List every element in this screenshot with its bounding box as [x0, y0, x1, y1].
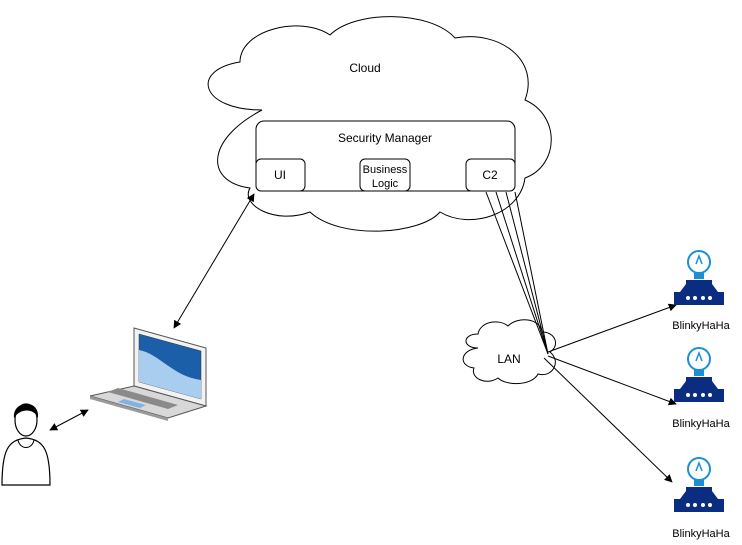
laptop-ui-arrow — [173, 193, 255, 329]
c2-label: C2 — [482, 168, 498, 182]
device-2-icon — [674, 347, 724, 402]
lan-device3-arrow — [543, 357, 673, 483]
device-3-icon — [674, 457, 724, 512]
laptop-icon — [89, 327, 208, 421]
cloud-label: Cloud — [349, 61, 380, 75]
business-logic-label-line2: Logic — [372, 178, 399, 190]
c2-box — [465, 158, 516, 192]
business-logic-box — [359, 158, 411, 192]
device-1-label: BlinkyHaHa — [672, 320, 730, 332]
user-laptop-arrow — [49, 409, 89, 431]
business-logic-label-line1: Business — [363, 164, 408, 176]
router-icon — [674, 280, 724, 305]
security-manager-title: Security Manager — [338, 131, 432, 145]
user-icon — [1, 403, 51, 486]
device-3-label: BlinkyHaHa — [672, 528, 730, 540]
c2-lan-line-1 — [485, 191, 549, 355]
ui-box — [255, 158, 306, 192]
lan-label: LAN — [497, 352, 520, 366]
router-icon — [674, 377, 724, 402]
device-2-label: BlinkyHaHa — [672, 418, 730, 430]
ui-label: UI — [274, 168, 286, 182]
lan-cloud-shape — [462, 319, 557, 384]
c2-lan-line-4 — [514, 191, 549, 355]
c2-lan-line-2 — [495, 191, 549, 355]
lightbulb-icon — [687, 250, 711, 279]
c2-lan-line-3 — [505, 191, 549, 355]
lan-device2-arrow — [547, 355, 677, 406]
lightbulb-icon — [687, 457, 711, 486]
router-icon — [674, 487, 724, 512]
lan-device1-arrow — [547, 303, 677, 353]
lightbulb-icon — [687, 347, 711, 376]
device-1-icon — [674, 250, 724, 305]
